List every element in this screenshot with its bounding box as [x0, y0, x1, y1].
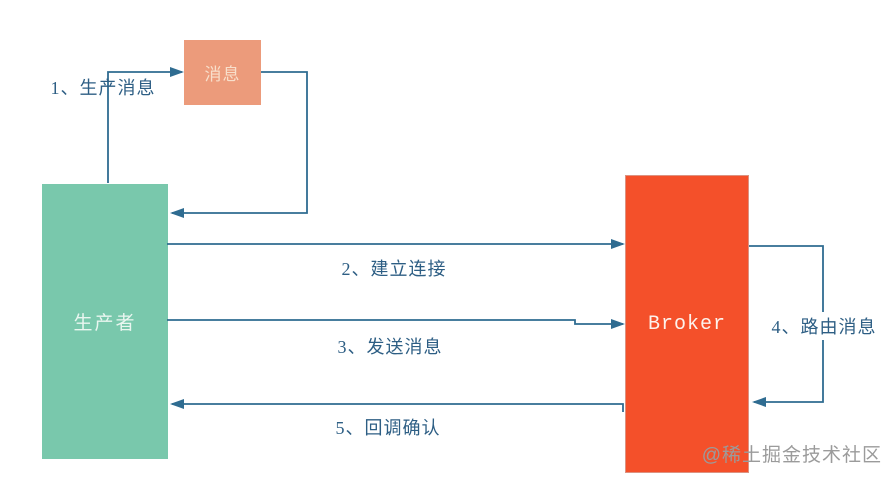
edge-label-route-message: 4、路由消息 — [768, 312, 880, 340]
message-node: 消息 — [184, 40, 261, 105]
arrow-callback-confirm — [170, 399, 624, 412]
edge-label-establish-connection: 2、建立连接 — [341, 259, 447, 279]
watermark: @稀土掘金技术社区 — [701, 445, 882, 466]
edge-label-send-message: 3、发送消息 — [337, 337, 443, 357]
broker-node: Broker — [625, 175, 749, 473]
message-label: 消息 — [204, 65, 241, 84]
arrow-send-message — [167, 319, 625, 329]
producer-label: 生产者 — [73, 313, 137, 334]
broker-label: Broker — [647, 312, 726, 336]
producer-node: 生产者 — [42, 184, 168, 459]
edge-label-produce-message: 1、生产消息 — [50, 78, 156, 98]
edge-label-callback-confirm: 5、回调确认 — [335, 418, 441, 438]
